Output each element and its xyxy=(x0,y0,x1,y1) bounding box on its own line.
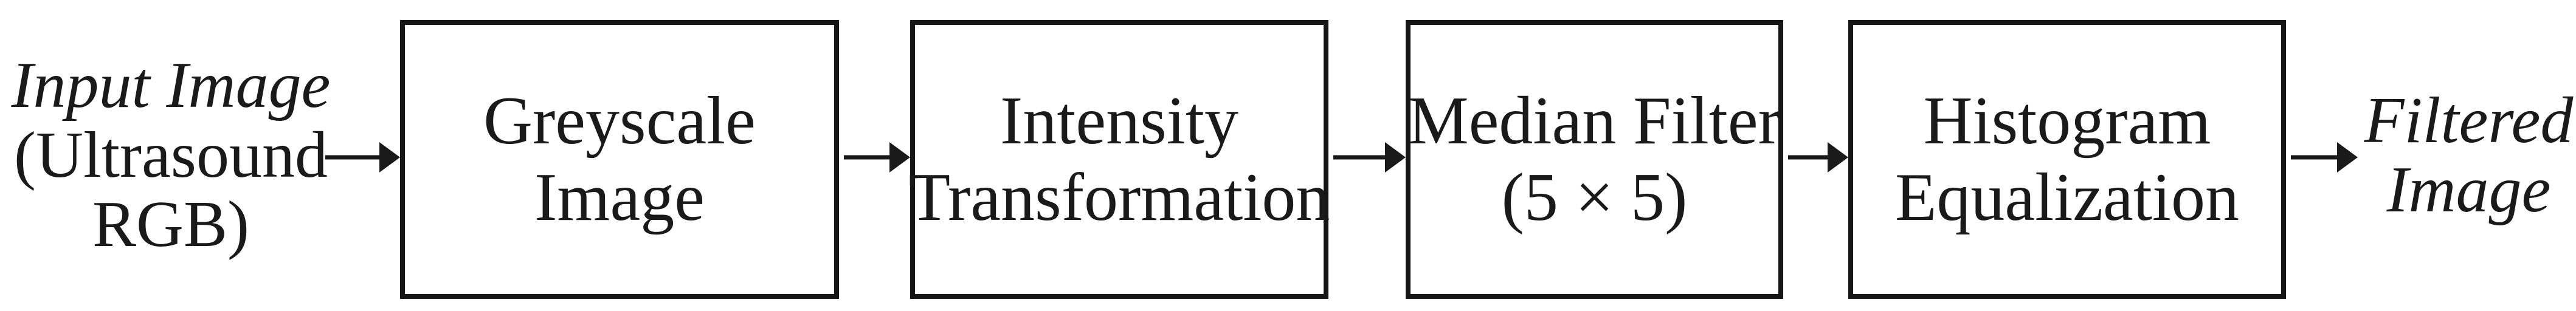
input-label-line-3: RGB) xyxy=(92,188,250,261)
stage-label-line: (5 × 5) xyxy=(1501,159,1688,235)
output-label-line-2: Image xyxy=(2386,154,2551,226)
stage-label-line: Equalization xyxy=(1894,159,2239,235)
stage-label-line: Intensity xyxy=(1000,83,1238,159)
stage-box-greyscale-image: Greyscale Image xyxy=(400,20,839,299)
stage-box-median-filter: Median Filter (5 × 5) xyxy=(1406,20,1783,299)
arrow-shaft xyxy=(1788,155,1830,160)
arrow-head-icon xyxy=(889,142,910,173)
stage-label-line: Greyscale xyxy=(483,83,756,159)
input-label-line-1: Input Image xyxy=(11,49,331,122)
arrow-shaft xyxy=(325,155,382,160)
flow-arrow-icon xyxy=(1333,142,1406,173)
stage-label-line: Median Filter xyxy=(1408,83,1781,159)
stage-box-histogram-equalization: Histogram Equalization xyxy=(1848,20,2286,299)
input-image-label: Input Image (Ultrasound RGB) xyxy=(0,0,342,311)
flow-arrow-icon xyxy=(325,142,400,173)
arrow-shaft xyxy=(2291,155,2339,160)
output-label-line-1: Filtered xyxy=(2364,84,2574,157)
arrow-head-icon xyxy=(379,142,400,173)
flow-arrow-icon xyxy=(1788,142,1848,173)
arrow-head-icon xyxy=(1828,142,1848,173)
flow-arrow-icon xyxy=(2291,142,2358,173)
stage-label-line: Transformation xyxy=(908,159,1330,235)
arrow-shaft xyxy=(844,155,892,160)
stage-label-line: Image xyxy=(534,159,705,235)
arrow-shaft xyxy=(1333,155,1387,160)
filtered-image-label: Filtered Image xyxy=(2361,0,2576,311)
input-label-line-2: (Ultrasound xyxy=(14,118,328,191)
stage-box-intensity-transformation: Intensity Transformation xyxy=(908,20,1330,299)
arrow-head-icon xyxy=(2337,142,2358,173)
stage-label-line: Histogram xyxy=(1923,83,2211,159)
arrow-head-icon xyxy=(1385,142,1406,173)
flow-arrow-icon xyxy=(844,142,910,173)
